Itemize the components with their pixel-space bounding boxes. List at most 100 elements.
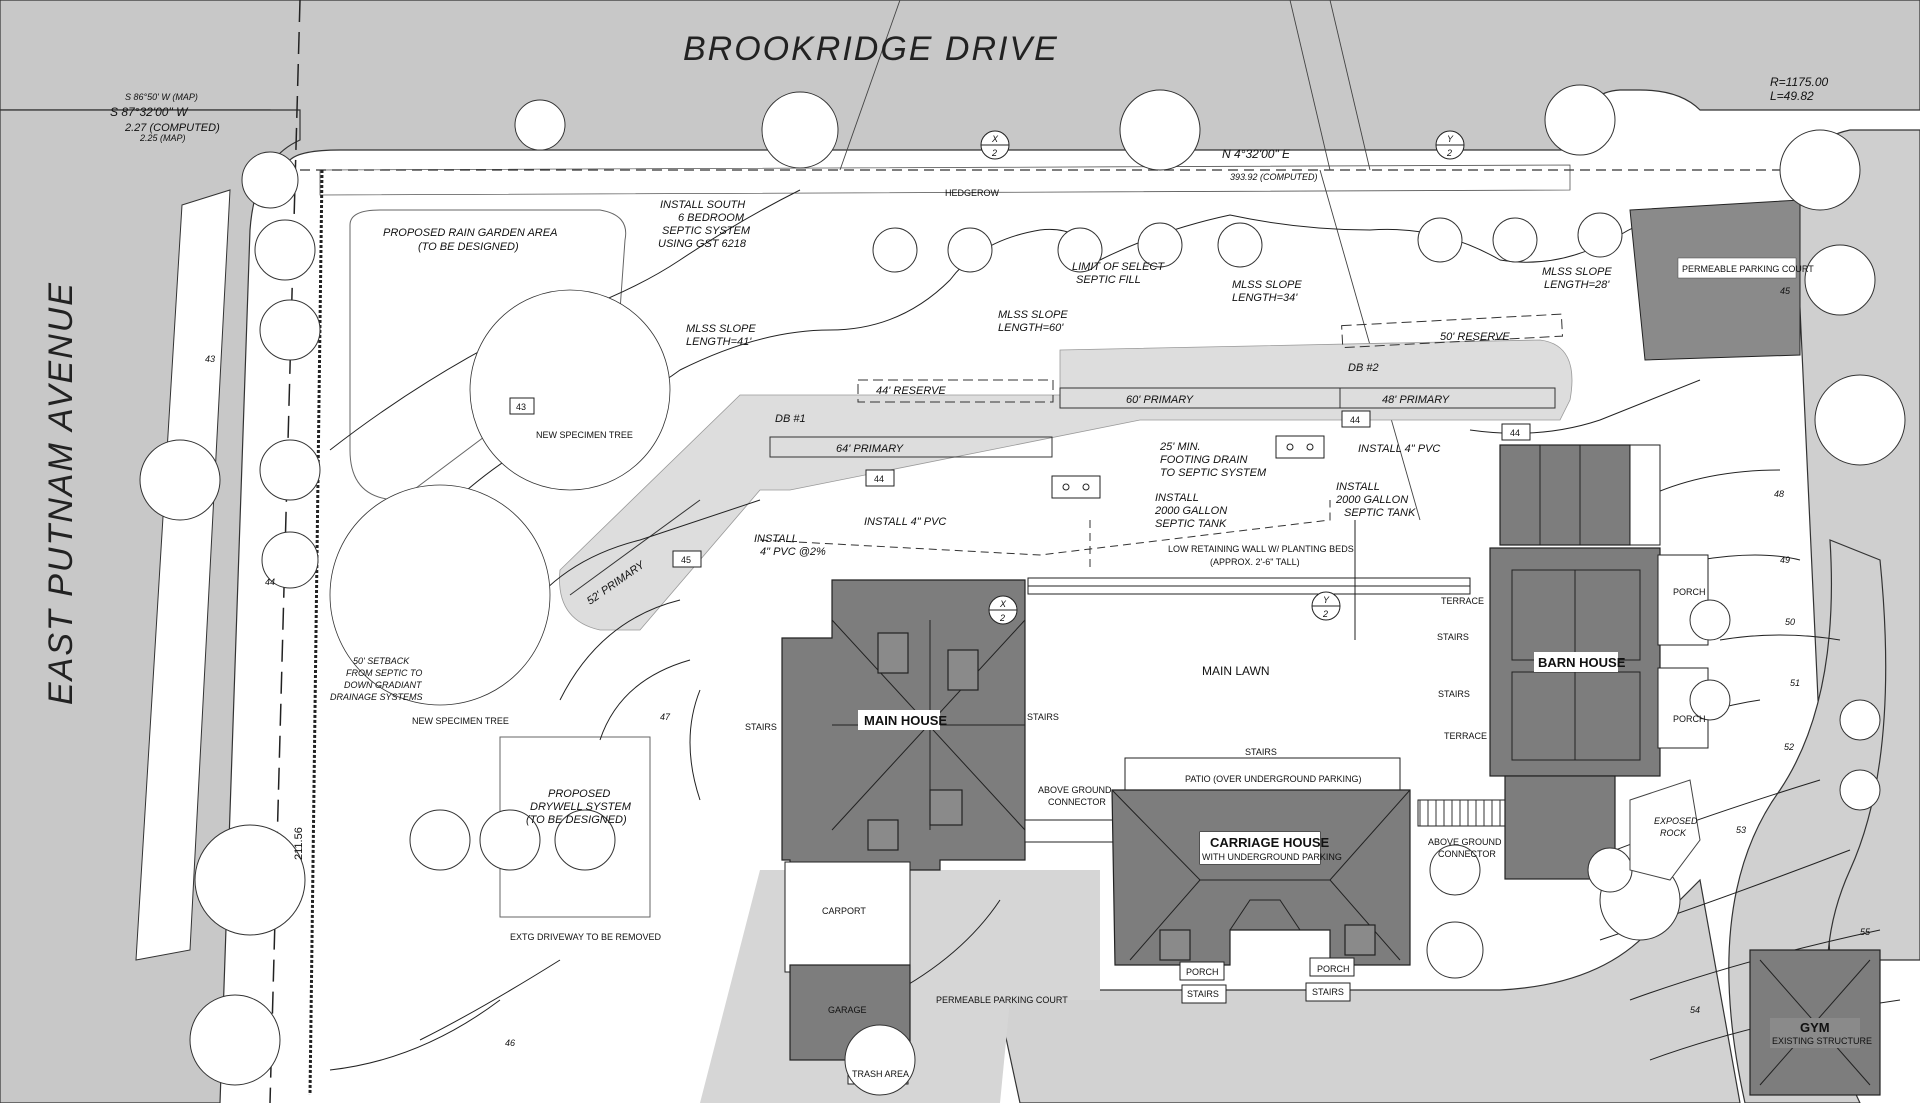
- section-marker-y-lawn: [1311, 591, 1341, 621]
- tag-44-b: 44: [1350, 415, 1360, 425]
- septic-tank-b: [1275, 435, 1325, 459]
- porch-barn-lower: PORCH: [1673, 714, 1706, 724]
- garage-label: GARAGE: [828, 1005, 867, 1015]
- stairs-carriage-right: STAIRS: [1312, 987, 1344, 997]
- carriage-porch-right: [1309, 957, 1355, 977]
- contour-43: 43: [205, 354, 215, 364]
- trees: [139, 84, 1906, 1096]
- section-y-lawn-sheet: 2: [1322, 609, 1328, 619]
- permeable-parking-south-label: PERMEABLE PARKING COURT: [936, 995, 1068, 1005]
- mlss-28-b: LENGTH=28': [1544, 279, 1610, 291]
- drywell-3: (TO BE DESIGNED): [526, 814, 627, 826]
- reserve-50-label: 50' RESERVE: [1440, 331, 1510, 343]
- terrace-top: TERRACE: [1441, 596, 1484, 606]
- contour-51: 51: [1790, 678, 1800, 688]
- connector-b: [1417, 799, 1509, 827]
- tag-43: 43: [516, 402, 526, 412]
- setback-4: DRAINAGE SYSTEMS: [330, 692, 423, 702]
- septic-install-4: USING GST 6218: [658, 238, 747, 250]
- specimen-tree-1: NEW SPECIMEN TREE: [536, 430, 633, 440]
- carriage-house-building: [1111, 789, 1411, 966]
- section-y-lawn-letter: Y: [1323, 595, 1330, 605]
- contour-50: 50: [1785, 617, 1795, 627]
- contour-44: 44: [265, 577, 275, 587]
- gym-sub: EXISTING STRUCTURE: [1772, 1036, 1872, 1046]
- carport: [784, 861, 911, 973]
- mlss-34-b: LENGTH=34': [1232, 292, 1298, 304]
- limit-fill-1: LIMIT OF SELECT: [1072, 261, 1165, 273]
- pvc-c-label-2: 4" PVC @2%: [760, 546, 826, 558]
- contour-48: 48: [1774, 489, 1784, 499]
- tank-b-2: 2000 GALLON: [1335, 494, 1408, 506]
- north-bearing: N 4°32'00" E: [1222, 147, 1291, 161]
- dist-computed: 2.27 (COMPUTED): [124, 122, 220, 134]
- drywell-2: DRYWELL SYSTEM: [530, 801, 632, 813]
- primary-60-label: 60' PRIMARY: [1126, 394, 1194, 406]
- contour-47: 47: [660, 712, 671, 722]
- septic-fill-area: [559, 339, 1573, 631]
- retaining-wall-sub: (APPROX. 2'-6" TALL): [1210, 557, 1300, 567]
- stairs-carriage-left: STAIRS: [1187, 989, 1219, 999]
- west-sidewalk: [135, 189, 231, 961]
- contour-52: 52: [1784, 742, 1794, 752]
- main-house-label: MAIN HOUSE: [864, 713, 947, 728]
- reserve-44-bed: [857, 379, 1054, 403]
- porch-barn-upper: PORCH: [1673, 587, 1706, 597]
- tank-b-3: SEPTIC TANK: [1344, 507, 1416, 519]
- trash-label: TRASH AREA: [852, 1069, 909, 1079]
- drywell-1: PROPOSED: [548, 788, 610, 800]
- permeable-parking-court-ne: [1629, 199, 1801, 361]
- section-marker-y-top: [1435, 130, 1465, 160]
- contour-49: 49: [1780, 555, 1790, 565]
- mlss-28-a: MLSS SLOPE: [1542, 266, 1612, 278]
- rain-garden-label: PROPOSED RAIN GARDEN AREA: [383, 227, 557, 239]
- pvc-a-label: INSTALL 4" PVC: [864, 516, 946, 528]
- mlss-41-b: LENGTH=41': [686, 336, 752, 348]
- bearing-main: S 87°32'00" W: [110, 105, 189, 119]
- tank-a-2: 2000 GALLON: [1154, 505, 1227, 517]
- setback-1: 50' SETBACK: [353, 656, 410, 666]
- exposed-rock-2: ROCK: [1660, 828, 1687, 838]
- terrace-bottom: TERRACE: [1444, 731, 1487, 741]
- section-x-top-sheet: 2: [991, 148, 997, 158]
- connector-a-1: ABOVE GROUND: [1038, 785, 1112, 795]
- stairs-lawn-2: STAIRS: [1438, 689, 1470, 699]
- patio: [1124, 757, 1401, 793]
- dist-map: 2.25 (MAP): [139, 133, 186, 143]
- carriage-stairs-left: [1181, 984, 1227, 1004]
- pvc-b-label: INSTALL 4" PVC: [1358, 443, 1440, 455]
- contour-53: 53: [1736, 825, 1746, 835]
- primary-64-label: 64' PRIMARY: [836, 443, 904, 455]
- brookridge-drive-label: BROOKRIDGE DRIVE: [683, 30, 1059, 68]
- tag-45: 45: [681, 555, 691, 565]
- porch-carriage-left: PORCH: [1186, 967, 1219, 977]
- west-property-line: [308, 169, 324, 1096]
- carriage-house-label: CARRIAGE HOUSE: [1210, 835, 1330, 850]
- reserve-50-bed: [1341, 313, 1564, 349]
- connector-a: [1024, 819, 1116, 843]
- limit-fill-2: SEPTIC FILL: [1076, 274, 1141, 286]
- db2-label: DB #2: [1348, 362, 1379, 374]
- section-x-top-letter: X: [991, 134, 999, 144]
- connector-b-2: CONNECTOR: [1438, 849, 1496, 859]
- mlss-60-a: MLSS SLOPE: [998, 309, 1068, 321]
- db1-label: DB #1: [775, 413, 806, 425]
- footing-3: TO SEPTIC SYSTEM: [1160, 467, 1267, 479]
- exposed-rock: [1629, 779, 1701, 881]
- section-y-top-sheet: 2: [1446, 148, 1452, 158]
- carriage-stairs-right: [1305, 982, 1351, 1002]
- permeable-parking-ne-label: PERMEABLE PARKING COURT: [1682, 264, 1814, 274]
- primary-64-bed: [769, 436, 1053, 458]
- curve-length: L=49.82: [1770, 89, 1814, 103]
- septic-install-1: INSTALL SOUTH: [660, 199, 745, 211]
- bearing-map: S 86°50' W (MAP): [125, 92, 198, 102]
- curve-radius: R=1175.00: [1770, 75, 1828, 89]
- elevation-tags: [509, 397, 1531, 568]
- setback-2: FROM SEPTIC TO: [346, 668, 422, 678]
- carriage-porch-left: [1179, 961, 1225, 981]
- tank-a-1: INSTALL: [1155, 492, 1199, 504]
- retaining-wall-label: LOW RETAINING WALL W/ PLANTING BEDS: [1168, 544, 1354, 554]
- porch-carriage-right: PORCH: [1317, 964, 1350, 974]
- mlss-41-a: MLSS SLOPE: [686, 323, 756, 335]
- footing-2: FOOTING DRAIN: [1160, 454, 1247, 466]
